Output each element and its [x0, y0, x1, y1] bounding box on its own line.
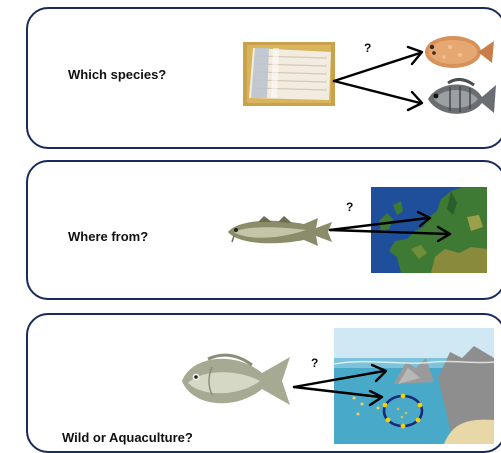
tilapia-icon — [420, 77, 500, 121]
arrow-question-mark: ? — [346, 200, 353, 214]
arrow-question-mark: ? — [311, 356, 318, 370]
origin-question: Where from? — [68, 229, 148, 244]
sea-bream-icon — [178, 351, 294, 411]
origin-panel: Where from? ? — [26, 160, 501, 300]
arrow-question-mark: ? — [364, 41, 371, 55]
species-question: Which species? — [68, 67, 166, 82]
cod-fish-icon — [224, 214, 336, 250]
species-panel: Which species? ? — [26, 7, 501, 149]
branching-arrows — [290, 361, 420, 417]
production-question: Wild or Aquaculture? — [62, 430, 193, 445]
production-panel: Wild or Aquaculture? — [26, 313, 501, 453]
flatfish-icon — [420, 29, 496, 75]
fish-fillet-package-icon — [243, 42, 335, 106]
converging-arrows — [324, 200, 454, 260]
